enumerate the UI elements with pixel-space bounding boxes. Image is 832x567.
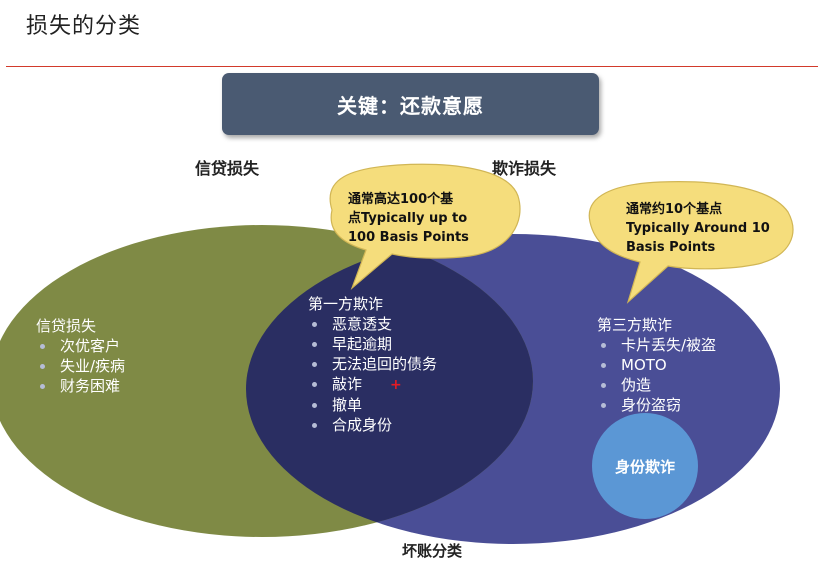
first-party-fraud-list: 第一方欺诈 恶意透支 早起逾期 无法追回的债务 敲诈 + 撤单 合成身份 bbox=[308, 294, 437, 435]
right-speech-bubble bbox=[588, 181, 794, 304]
right-bubble-text: 通常约10个基点 Typically Around 10 Basis Point… bbox=[626, 200, 770, 257]
list-item: 财务困难 bbox=[36, 376, 125, 396]
list-item: 无法追回的债务 bbox=[308, 354, 437, 374]
third-party-fraud-list: 第三方欺诈 卡片丢失/被盗 MOTO 伪造 身份盗窃 bbox=[597, 315, 716, 415]
plus-marker: + bbox=[390, 377, 402, 393]
overlap-region bbox=[246, 234, 533, 537]
list-item: 次优客户 bbox=[36, 336, 125, 356]
third-party-fraud-title: 第三方欺诈 bbox=[597, 316, 673, 334]
list-item: 卡片丢失/被盗 bbox=[597, 335, 716, 355]
key-banner-label: 关键：还款意愿 bbox=[337, 93, 484, 118]
left-bubble-text: 通常高达100个基 点Typically up to 100 Basis Poi… bbox=[348, 190, 469, 247]
left-bubble-line2: 点Typically up to bbox=[348, 211, 468, 226]
identity-fraud-circle bbox=[592, 413, 698, 519]
fraud-loss-section-label: 欺诈损失 bbox=[492, 159, 557, 178]
left-bubble-line1: 通常高达100个基 bbox=[348, 192, 454, 207]
page-title: 损失的分类 bbox=[26, 14, 142, 39]
key-banner: 关键：还款意愿 bbox=[222, 73, 599, 135]
credit-loss-title: 信贷损失 bbox=[36, 317, 97, 335]
list-item: 身份盗窃 bbox=[597, 395, 716, 415]
left-speech-bubble bbox=[329, 163, 521, 290]
list-item: 恶意透支 bbox=[308, 314, 437, 334]
credit-loss-list: 信贷损失 次优客户 失业/疾病 财务困难 bbox=[36, 316, 125, 396]
first-party-fraud-title: 第一方欺诈 bbox=[308, 295, 384, 313]
right-bubble-line1: 通常约10个基点 bbox=[626, 202, 723, 217]
list-item: 早起逾期 bbox=[308, 334, 437, 354]
list-item: MOTO bbox=[597, 355, 716, 375]
bad-debt-label: 坏账分类 bbox=[402, 542, 463, 560]
right-bubble-line2: Typically Around 10 bbox=[626, 221, 770, 236]
right-bubble-line3: Basis Points bbox=[626, 240, 716, 255]
list-item-label: 敲诈 bbox=[332, 375, 363, 393]
list-item: 撤单 bbox=[308, 395, 437, 415]
list-item: 失业/疾病 bbox=[36, 356, 125, 376]
list-item: 敲诈 + bbox=[308, 374, 437, 395]
list-item: 合成身份 bbox=[308, 415, 437, 435]
list-item: 伪造 bbox=[597, 375, 716, 395]
left-bubble-line3: 100 Basis Points bbox=[348, 230, 469, 245]
title-divider bbox=[6, 66, 818, 67]
identity-fraud-label: 身份欺诈 bbox=[614, 458, 675, 476]
credit-loss-section-label: 信贷损失 bbox=[195, 159, 260, 178]
